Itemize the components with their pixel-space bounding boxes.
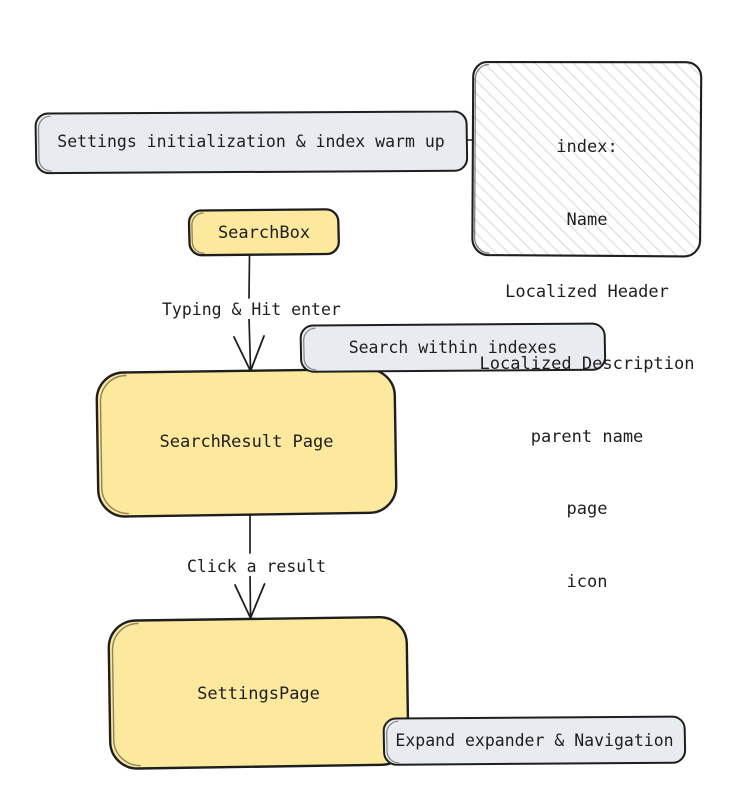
note-expand-navigation[interactable]	[382, 715, 687, 766]
index-line-0: index:	[556, 137, 618, 158]
node-index[interactable]	[471, 60, 703, 258]
edge-click-a-result-label: Click a result	[185, 557, 329, 576]
index-line-1: Name	[566, 209, 608, 230]
edge-typing-hit-enter-label: Typing & Hit enter	[160, 300, 343, 319]
index-line-4: parent name	[530, 426, 644, 447]
node-settingspage[interactable]	[107, 615, 410, 770]
note-expand-navigation-label: Expand expander & Navigation	[395, 731, 674, 750]
node-searchbox[interactable]	[187, 208, 340, 257]
node-searchresult-page[interactable]	[95, 367, 398, 518]
index-line-2: Localized Header	[505, 282, 669, 302]
index-line-3: Localized Description	[479, 354, 695, 375]
note-settings-init[interactable]	[34, 110, 469, 175]
node-index-label: index: Name Localized Header Localized D…	[473, 87, 701, 642]
note-search-within-indexes[interactable]	[299, 322, 607, 373]
note-search-within-indexes-label: Search within indexes	[348, 338, 558, 357]
index-line-5: page	[566, 499, 608, 520]
edge-typing-hit-enter	[233, 255, 265, 372]
edge-click-a-result	[234, 514, 266, 619]
index-line-6: icon	[566, 571, 608, 592]
note-settings-init-label: Settings initialization & index warm up	[57, 132, 445, 151]
